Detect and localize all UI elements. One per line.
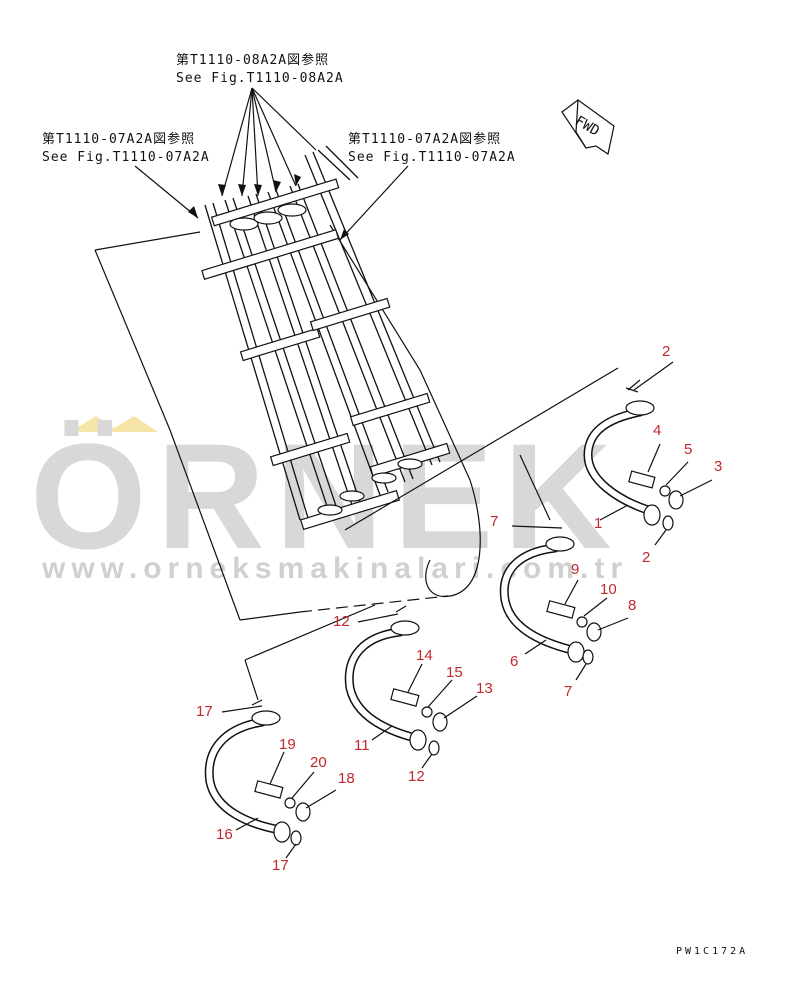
part-leaders bbox=[221, 361, 713, 859]
hose-assembly-16 bbox=[204, 699, 311, 846]
tube-bundle bbox=[94, 145, 481, 621]
part-number-11: 11 bbox=[354, 737, 370, 754]
ref-right-en: See Fig.T1110-07A2A bbox=[348, 150, 516, 165]
part-number-10: 10 bbox=[600, 581, 617, 598]
part-number-3: 3 bbox=[714, 458, 722, 475]
reference-leaders bbox=[134, 87, 409, 241]
part-number-18: 18 bbox=[338, 770, 355, 787]
part-number-12b: 12 bbox=[408, 768, 425, 785]
part-number-17: 17 bbox=[196, 703, 213, 720]
part-number-4: 4 bbox=[653, 422, 661, 439]
ref-right-jp: 第T1110-07A2A図参照 bbox=[348, 131, 501, 147]
part-number-17b: 17 bbox=[272, 857, 289, 874]
part-number-14: 14 bbox=[416, 647, 433, 664]
watermark-accent-2 bbox=[108, 416, 158, 432]
hose-assembly-11 bbox=[344, 605, 448, 756]
part-number-16: 16 bbox=[216, 826, 233, 843]
watermark-brand: ÖRNEK bbox=[30, 412, 622, 580]
fwd-arrow-icon: FWD bbox=[561, 99, 615, 155]
part-number-9: 9 bbox=[571, 561, 579, 578]
part-number-13: 13 bbox=[476, 680, 493, 697]
part-number-2: 2 bbox=[662, 343, 670, 360]
ref-left-jp: 第T1110-07A2A図参照 bbox=[42, 131, 195, 147]
ref-left-en: See Fig.T1110-07A2A bbox=[42, 150, 210, 165]
hose-assembly-1 bbox=[583, 379, 684, 531]
part-number-12: 12 bbox=[333, 613, 350, 630]
watermark-accent-1 bbox=[70, 416, 120, 432]
part-number-5: 5 bbox=[684, 441, 692, 458]
part-number-15: 15 bbox=[446, 664, 463, 681]
part-number-19: 19 bbox=[279, 736, 296, 753]
part-number-1: 1 bbox=[594, 515, 602, 532]
part-number-2b: 2 bbox=[642, 549, 650, 566]
part-number-8: 8 bbox=[628, 597, 636, 614]
part-number-7b: 7 bbox=[564, 683, 572, 700]
ref-top-jp: 第T1110-08A2A図参照 bbox=[176, 52, 329, 68]
ref-top-en: See Fig.T1110-08A2A bbox=[176, 71, 344, 86]
part-number-labels: 1 2 2 3 4 5 6 7 7 8 9 10 11 12 12 13 14 … bbox=[196, 343, 722, 874]
watermark: ÖRNEK www.orneksmakinalari.com.tr bbox=[30, 412, 628, 585]
watermark-url: www.orneksmakinalari.com.tr bbox=[41, 552, 628, 585]
part-number-6: 6 bbox=[510, 653, 518, 670]
part-number-7: 7 bbox=[490, 513, 498, 530]
part-number-20: 20 bbox=[310, 754, 327, 771]
drawing-code: PW1C172A bbox=[676, 946, 748, 957]
connector-lines bbox=[244, 367, 619, 701]
